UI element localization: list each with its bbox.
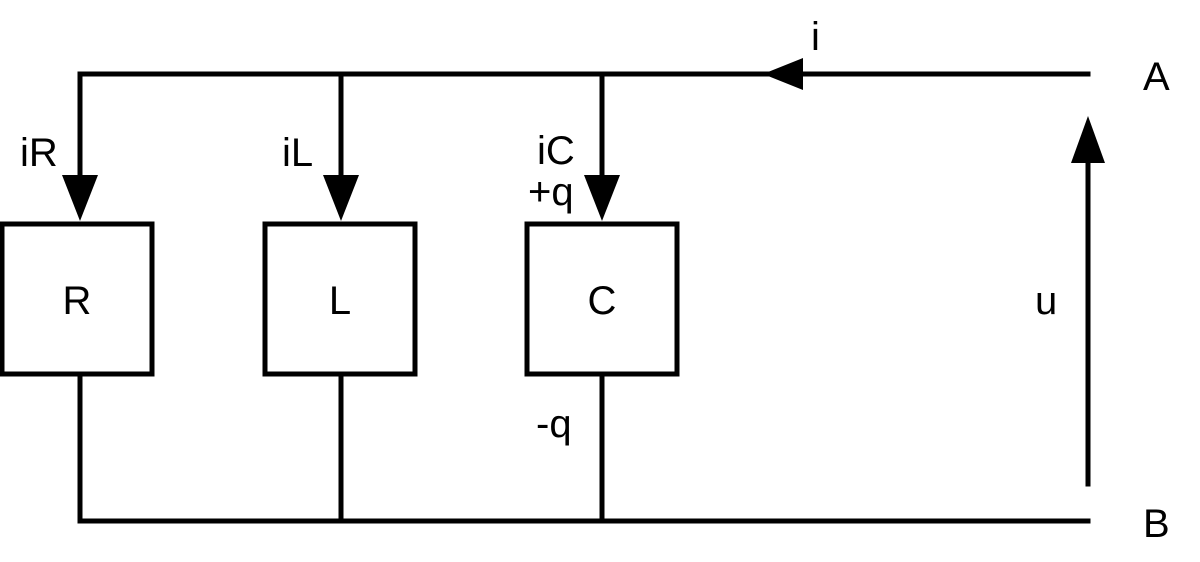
resistor-label: R xyxy=(63,279,92,323)
current-ic-arrowhead xyxy=(584,175,620,221)
node-a-label: A xyxy=(1143,55,1170,99)
current-i-arrowhead xyxy=(763,58,803,90)
inductor-label: L xyxy=(329,279,351,323)
resistor-box xyxy=(0,221,155,377)
capacitor-label: C xyxy=(588,279,617,323)
voltage-u-label: u xyxy=(1035,279,1057,323)
current-ic-label: iC xyxy=(537,129,575,173)
capacitor-box xyxy=(524,221,680,377)
voltage-u-arrowhead xyxy=(1071,116,1105,163)
node-b-label: B xyxy=(1143,502,1170,546)
current-il-arrowhead xyxy=(323,175,359,221)
charge-bottom-label: -q xyxy=(536,402,572,446)
current-il-label: iL xyxy=(282,131,313,175)
current-i-label: i xyxy=(811,15,820,59)
charge-top-label: +q xyxy=(528,170,574,214)
current-ir-label: iR xyxy=(20,131,58,175)
current-ir-arrowhead xyxy=(62,175,98,221)
